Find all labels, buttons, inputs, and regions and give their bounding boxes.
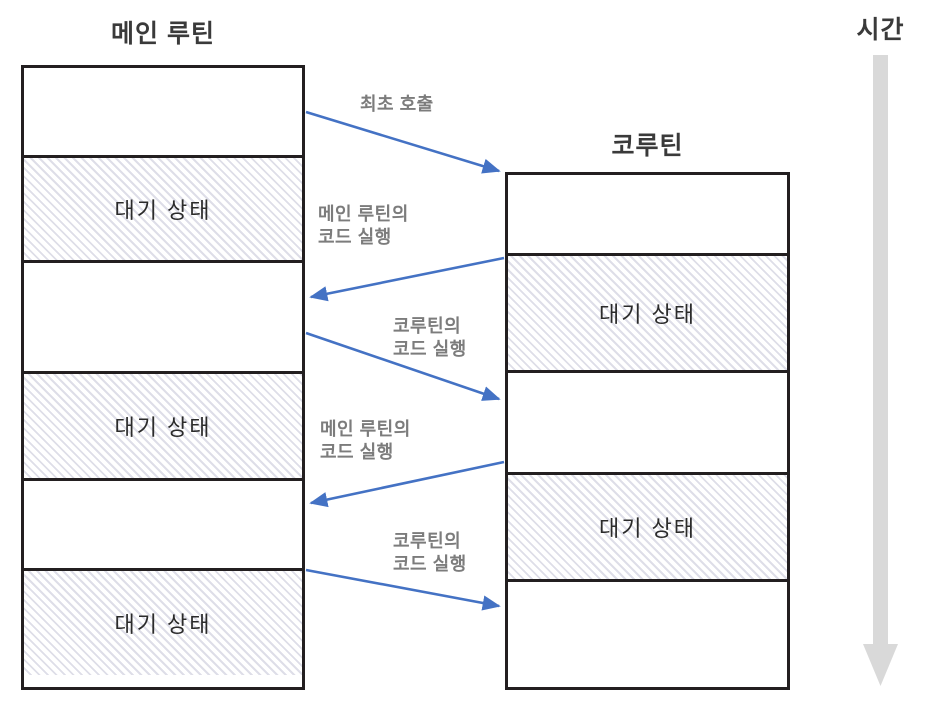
transition-label-first-call: 최초 호출 bbox=[360, 94, 434, 114]
arrow-first-call bbox=[305, 110, 501, 174]
main-segment-waiting-3: 대기 상태 bbox=[24, 568, 302, 675]
transition-label-coro-code-exec-1: 코루틴의 코드 실행 bbox=[393, 316, 467, 359]
coroutine-segment-label-4: 대기 상태 bbox=[598, 516, 697, 541]
main-segment-waiting-1: 대기 상태 bbox=[24, 155, 302, 260]
main-segment-label-6: 대기 상태 bbox=[114, 612, 212, 637]
coroutine-column: 대기 상태 대기 상태 bbox=[505, 172, 790, 690]
coroutine-segment-label-2: 대기 상태 bbox=[598, 302, 697, 327]
arrow-main-code-exec-1 bbox=[309, 256, 505, 302]
main-segment-label-2: 대기 상태 bbox=[114, 198, 212, 223]
main-segment-waiting-2: 대기 상태 bbox=[24, 371, 302, 478]
main-segment-running-3 bbox=[24, 478, 302, 568]
transition-label-coro-code-exec-2: 코루틴의 코드 실행 bbox=[393, 531, 467, 574]
main-routine-title: 메인 루틴 bbox=[111, 20, 215, 48]
main-segment-label-4: 대기 상태 bbox=[114, 415, 212, 440]
main-segment-running-1 bbox=[24, 68, 302, 155]
transition-label-main-code-exec-2: 메인 루틴의 코드 실행 bbox=[320, 419, 411, 462]
coroutine-segment-waiting-1: 대기 상태 bbox=[508, 253, 787, 370]
arrow-main-code-exec-2 bbox=[309, 460, 505, 508]
time-arrow-icon bbox=[863, 55, 898, 686]
transition-label-main-code-exec-1: 메인 루틴의 코드 실행 bbox=[318, 204, 409, 247]
main-segment-running-2 bbox=[24, 260, 302, 371]
arrow-coro-code-exec-2 bbox=[305, 568, 501, 611]
coroutine-segment-waiting-2: 대기 상태 bbox=[508, 472, 787, 579]
coroutine-title: 코루틴 bbox=[611, 132, 684, 160]
coroutine-segment-running-3 bbox=[508, 579, 787, 678]
main-routine-column: 대기 상태 대기 상태 대기 상태 bbox=[21, 65, 305, 690]
time-axis-title: 시간 bbox=[856, 16, 905, 44]
coroutine-segment-running-1 bbox=[508, 175, 787, 253]
coroutine-segment-running-2 bbox=[508, 370, 787, 472]
